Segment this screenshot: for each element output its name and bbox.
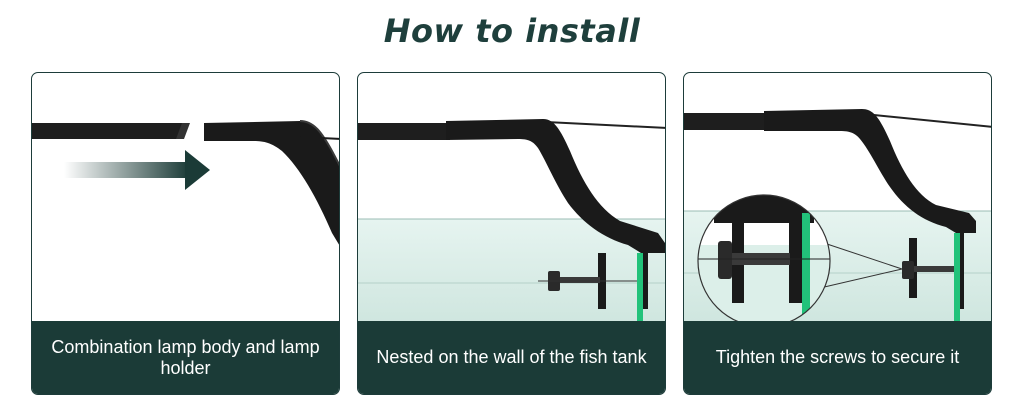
step-2-illustration bbox=[358, 119, 665, 323]
step-1-card: Combination lamp body and lamp holder bbox=[31, 72, 340, 395]
zoom-detail bbox=[698, 195, 830, 323]
glass-edge bbox=[637, 253, 643, 323]
push-arrow-icon bbox=[64, 150, 210, 190]
lamp-body bbox=[358, 123, 450, 140]
glass-edge bbox=[954, 233, 960, 323]
step-3-card: Tighten the screws to secure it bbox=[683, 72, 992, 395]
step-1-illustration bbox=[32, 120, 339, 245]
lamp-body bbox=[32, 123, 184, 139]
lamp-holder bbox=[204, 120, 339, 245]
step-3-caption: Tighten the screws to secure it bbox=[684, 321, 991, 394]
page-title: How to install bbox=[383, 12, 641, 50]
screw-icon bbox=[538, 271, 637, 291]
step-1-caption: Combination lamp body and lamp holder bbox=[32, 321, 339, 394]
screw-icon bbox=[902, 261, 954, 279]
lamp-body bbox=[684, 113, 768, 130]
step-2-caption: Nested on the wall of the fish tank bbox=[358, 321, 665, 394]
step-2-card: Nested on the wall of the fish tank bbox=[357, 72, 666, 395]
step-3-illustration bbox=[684, 109, 991, 323]
